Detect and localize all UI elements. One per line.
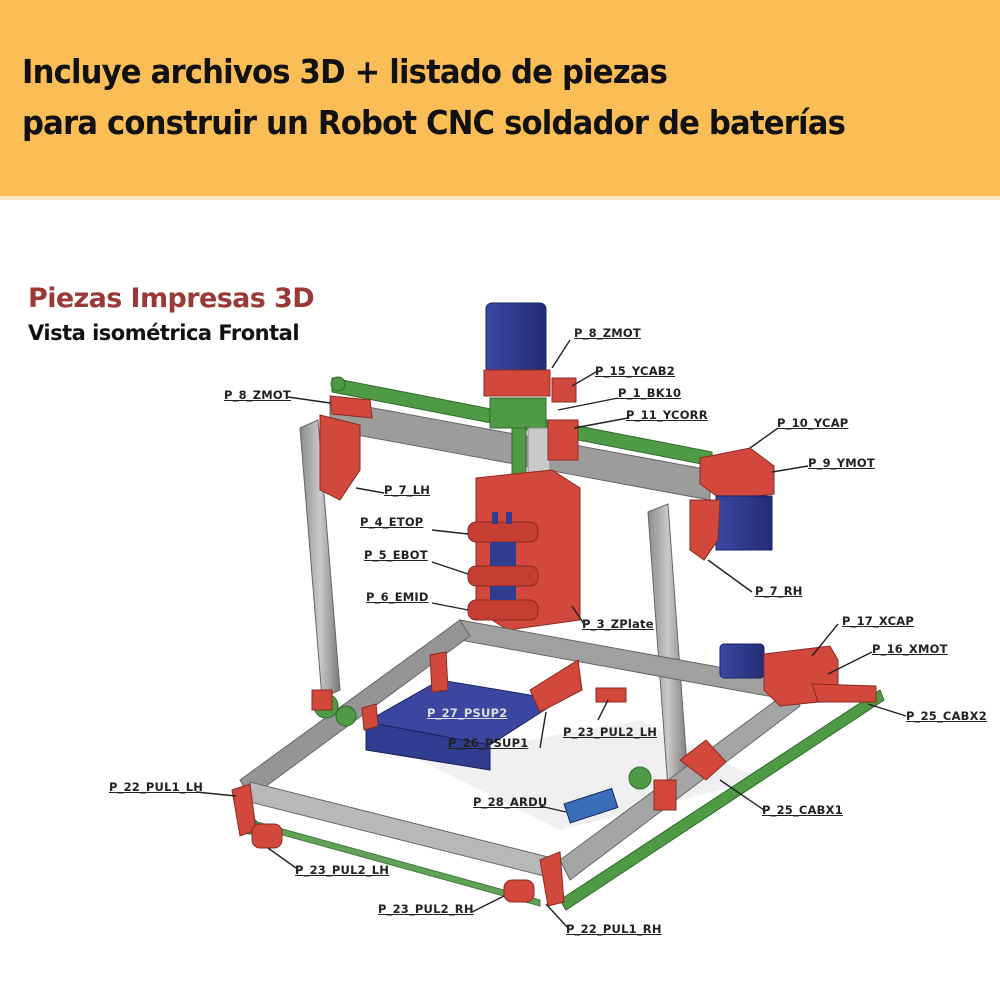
callout-p11-ycorr: P_11_YCORR: [626, 408, 708, 422]
diagram-title: Piezas Impresas 3D: [28, 283, 315, 314]
aluminum-profile-left: [299, 419, 341, 699]
banner-divider: [0, 196, 1000, 200]
callout-p23-pul2-rh: P_23_PUL2_RH: [378, 902, 474, 916]
callout-p9-ymot: P_9_YMOT: [808, 456, 875, 470]
power-supply: [364, 679, 562, 771]
callout-p28-ardu: P_28_ARDU: [473, 795, 548, 809]
callout-p23-pul2-lh-front: P_23_PUL2_LH: [295, 863, 390, 877]
callout-p23-pul2-lh-back: P_23_PUL2_LH: [563, 725, 658, 739]
callout-p4-etop: P_4_ETOP: [360, 515, 424, 529]
callout-p7-rh: P_7_RH: [755, 584, 803, 598]
callout-p7-lh: P_7_LH: [384, 483, 431, 497]
callout-p22-pul1-lh: P_22_PUL1_LH: [109, 780, 204, 794]
callout-p16-xmot: P_16_XMOT: [872, 642, 948, 656]
callout-p3-zplate: P_3_ZPlate: [582, 617, 654, 631]
callout-p25-cabx2: P_25_CABX2: [906, 709, 987, 723]
callout-p25-cabx1: P_25_CABX1: [762, 803, 843, 817]
callout-p10-ycap: P_10_YCAP: [777, 416, 849, 430]
banner-line-2: para construir un Robot CNC soldador de …: [22, 103, 846, 142]
callout-p22-pul1-rh: P_22_PUL1_RH: [566, 922, 662, 936]
callout-p15-ycab2: P_15_YCAB2: [595, 364, 675, 378]
callout-p8-zmot-top: P_8_ZMOT: [574, 326, 641, 340]
callout-p27-psup2: P_27_PSUP2: [427, 706, 508, 720]
callout-p6-emid: P_6_EMID: [366, 590, 429, 604]
callout-p8-zmot-left: P_8_ZMOT: [224, 388, 291, 402]
cnc-robot-illustration: [195, 302, 907, 929]
callout-p1-bk10: P_1_BK10: [618, 386, 682, 400]
callout-p17-xcap: P_17_XCAP: [842, 614, 914, 628]
callout-p26-psup1: P_26_PSUP1: [448, 736, 529, 750]
banner-line-1: Incluye archivos 3D + listado de piezas: [22, 52, 668, 91]
leader-lines: [195, 339, 907, 929]
promo-banner: Incluye archivos 3D + listado de piezas …: [0, 0, 1000, 196]
callout-p5-ebot: P_5_EBOT: [364, 548, 428, 562]
base-frame: [239, 619, 801, 881]
diagram-subtitle: Vista isométrica Frontal: [28, 321, 300, 345]
